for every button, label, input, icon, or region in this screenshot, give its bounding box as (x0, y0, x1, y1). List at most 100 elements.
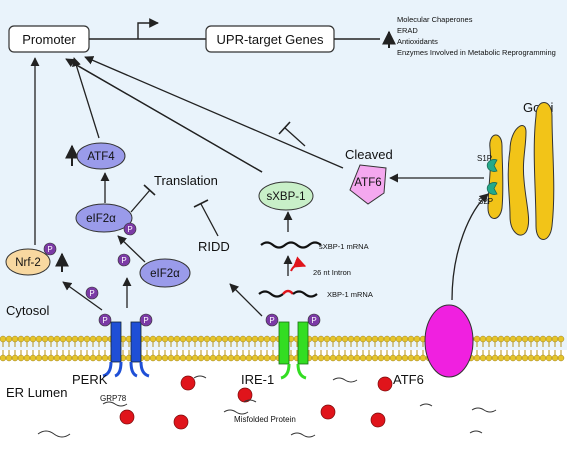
lipid-head (323, 335, 331, 343)
phospho-eif2a (123, 222, 137, 236)
lipid-head (263, 354, 271, 362)
lipid-head (191, 354, 199, 362)
lipid-head (47, 335, 55, 343)
lipid-head (521, 354, 529, 362)
lipid-head (23, 335, 31, 343)
target-2: ERAD (397, 26, 418, 35)
lipid-head (17, 335, 25, 343)
lipid-head (35, 335, 43, 343)
lipid-head (29, 354, 37, 362)
lipid-head (509, 354, 517, 362)
lipid-head (257, 354, 265, 362)
lipid-head (0, 354, 7, 362)
misfolded-protein (173, 414, 189, 430)
sxbp1-inhibits (284, 127, 306, 147)
lipid-head (395, 354, 403, 362)
lipid-head (41, 335, 49, 343)
lipid-head (233, 354, 241, 362)
lipid-head (71, 354, 79, 362)
sxbp1-label: sXBP-1 (267, 191, 306, 203)
atf6-receptor (424, 304, 474, 378)
lipid-head (179, 335, 187, 343)
lipid-head (539, 335, 547, 343)
lipid-head (203, 354, 211, 362)
lipid-head (197, 335, 205, 343)
lipid-head (221, 335, 229, 343)
lipid-head (77, 335, 85, 343)
er-lumen-region (0, 350, 567, 453)
lipid-head (173, 335, 181, 343)
lipid-head (347, 354, 355, 362)
lipid-head (185, 335, 193, 343)
lipid-head (173, 354, 181, 362)
sxbp1-mrna-label: sXBP-1 mRNA (319, 242, 369, 251)
lipid-head (557, 354, 565, 362)
lipid-head (479, 335, 487, 343)
lipid-head (71, 335, 79, 343)
sxbp1-mrna-wave (260, 241, 322, 249)
ire1-to-ridd-arrow (229, 283, 263, 317)
lipid-head (83, 335, 91, 343)
ridd-label: RIDD (198, 239, 230, 254)
nrf2-node (5, 248, 51, 276)
lipid-head (245, 354, 253, 362)
lipid-head (167, 335, 175, 343)
phospho-free-2-label: P (89, 289, 94, 298)
lipid-head (389, 335, 397, 343)
phospho-nrf2-label: P (47, 245, 52, 254)
misfolded-protein (237, 387, 253, 403)
lipid-head (5, 335, 13, 343)
lipid-head (215, 354, 223, 362)
xbp1-mrna-label: XBP-1 mRNA (327, 290, 373, 299)
lipid-head (209, 335, 217, 343)
lipid-head (269, 335, 277, 343)
lipid-head (239, 354, 247, 362)
lipid-head (341, 354, 349, 362)
lipid-head (161, 335, 169, 343)
protein-strands (37, 375, 497, 438)
lipid-head (521, 335, 529, 343)
atf4-node (76, 142, 126, 170)
lipid-head (527, 335, 535, 343)
lipid-head (377, 335, 385, 343)
intron-arrow (290, 256, 307, 272)
lipid-head (59, 335, 67, 343)
sxbp1-node (258, 181, 314, 211)
lipid-head (257, 335, 265, 343)
lipid-head (65, 335, 73, 343)
lipid-head (185, 354, 193, 362)
lipid-head (401, 354, 409, 362)
lipid-head (497, 354, 505, 362)
phospho-perk-1 (98, 313, 112, 327)
lipid-head (47, 354, 55, 362)
intron-label: 26 nt Intron (313, 268, 351, 277)
lipid-head (473, 335, 481, 343)
lipid-head (155, 335, 163, 343)
misfolded-protein (320, 404, 336, 420)
phospho-perk-1-label: P (102, 316, 107, 325)
ire1-receptor (278, 321, 309, 380)
lipid-head (233, 335, 241, 343)
lipid-head (329, 335, 337, 343)
lipid-head (323, 354, 331, 362)
lipid-head (227, 354, 235, 362)
lipid-head (11, 354, 19, 362)
lipid-head (413, 335, 421, 343)
sxbp1-to-promoter-arrow (65, 58, 263, 173)
eif2a-p-label: eIF2α (86, 213, 116, 225)
lipid-head (353, 335, 361, 343)
lipid-head (539, 354, 547, 362)
lipid-head (149, 354, 157, 362)
lipid-head (533, 335, 541, 343)
lipid-head (311, 354, 319, 362)
eif2a-p-node (75, 203, 133, 233)
perk-to-nrf2-arrow (62, 281, 103, 311)
xbp1-intron-wave (282, 289, 294, 295)
lipid-head (413, 354, 421, 362)
phospho-ire1-1-label: P (269, 316, 274, 325)
lipid-head (53, 354, 61, 362)
lipid-head (491, 354, 499, 362)
lipid-head (557, 335, 565, 343)
lipid-head (527, 354, 535, 362)
atf6-label: ATF6 (393, 372, 424, 387)
